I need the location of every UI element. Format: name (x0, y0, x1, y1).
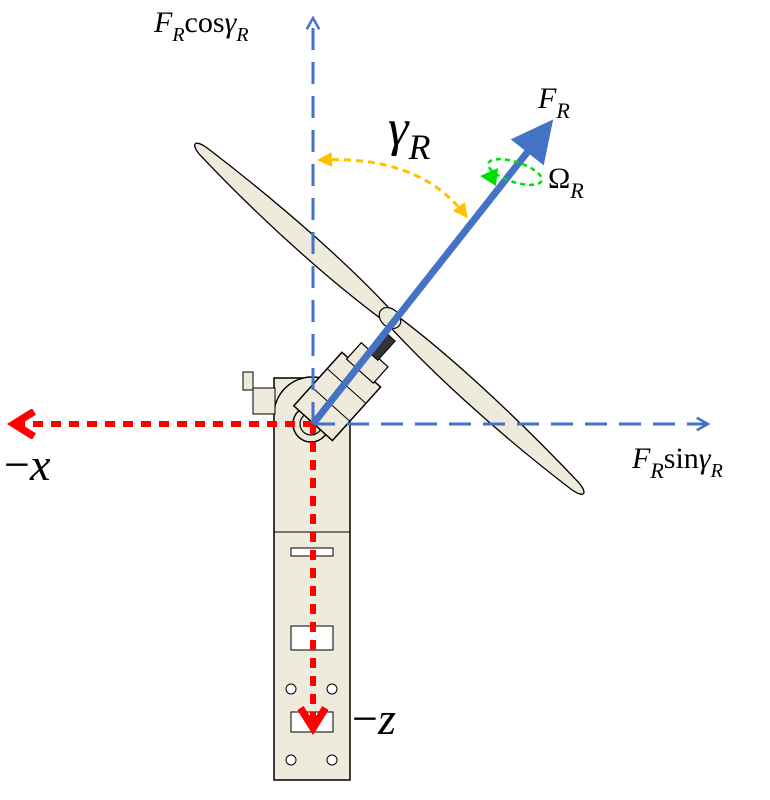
thrust-vector-arrow (310, 119, 554, 427)
neg-x-label: −x (4, 439, 51, 490)
tilt-angle-arc (317, 151, 468, 219)
force-vertical-label: FRcosγR (153, 6, 249, 46)
rotation-indicator-icon (480, 157, 544, 187)
force-horizontal-label: FRsinγR (631, 442, 723, 483)
force-label: FR (537, 82, 570, 123)
rotor-speed-label: ΩR (548, 162, 584, 203)
neg-z-label: −z (352, 693, 396, 744)
propeller (194, 142, 585, 495)
tilt-angle-label: γR (388, 100, 431, 167)
